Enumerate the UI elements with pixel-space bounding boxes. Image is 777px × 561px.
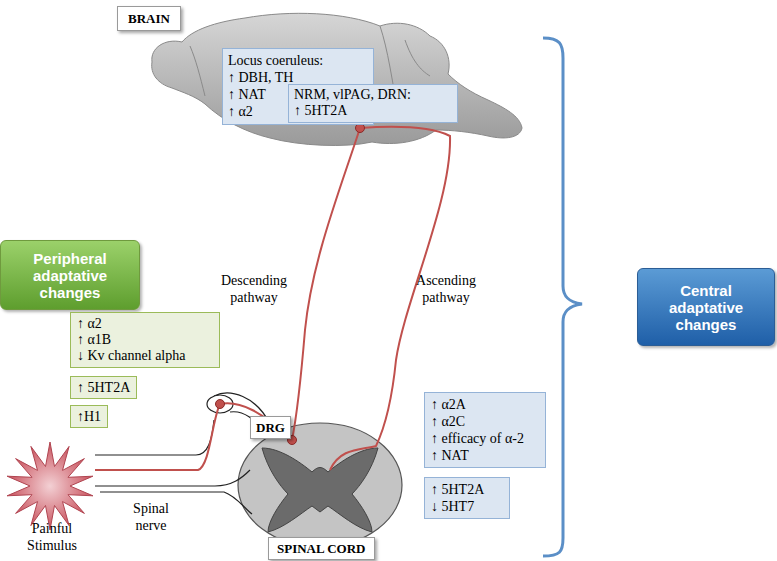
grey-matter <box>262 448 378 532</box>
node-text: ↓ 5HT7 <box>431 498 503 515</box>
node-text: ↑ 5HT2A <box>431 481 503 498</box>
change-box: ↑ α2A↑ α2C↑ efficacy of α-2↑ NAT <box>424 392 546 468</box>
stimulus-star: Painful Stimulus <box>2 440 102 556</box>
spinal-nerve <box>95 420 252 514</box>
node-text: ↑ α2 <box>77 316 213 332</box>
change-box: NRM, vlPAG, DRN:↑ 5HT2A <box>288 84 458 123</box>
node-text: BRAIN <box>128 10 170 27</box>
region-tag: DRG <box>250 416 291 439</box>
starburst-outline <box>7 442 93 530</box>
change-box: ↑ α2↑ α1B↓ Kv channel alpha <box>70 312 220 368</box>
pathway-label: Ascending pathway <box>408 272 484 306</box>
region-tag: SPINAL CORD <box>268 537 375 560</box>
category-box: Central adaptative changes <box>637 268 775 346</box>
node-text: ↑ 5HT2A <box>77 379 130 396</box>
descending-pathway <box>292 128 360 440</box>
brain-silhouette <box>152 13 522 145</box>
node-text: ↑ α2A <box>431 396 539 413</box>
stimulus-label: Painful Stimulus <box>17 520 87 554</box>
change-box: ↑ 5HT2A↓ 5HT7 <box>424 477 510 519</box>
change-box: ↑ 5HT2A <box>70 376 137 399</box>
bracket <box>543 38 582 556</box>
category-title: Peripheral adaptative changes <box>9 250 131 301</box>
node-text: ↑ α2C <box>431 413 539 430</box>
region-tag: BRAIN <box>117 6 181 31</box>
node-text: ↓ Kv channel alpha <box>77 348 213 364</box>
node-text: Locus coeruleus: <box>228 52 367 69</box>
node-text: ↑ NAT <box>431 447 539 464</box>
node-text: DRG <box>256 419 285 436</box>
neuron-dot <box>216 400 225 409</box>
pathway-label: Spinal nerve <box>116 500 186 534</box>
node-text: ↑ α1B <box>77 332 213 348</box>
node-text: SPINAL CORD <box>277 540 366 557</box>
change-box: ↑H1 <box>70 405 108 428</box>
node-text: ↑H1 <box>77 408 101 425</box>
stimulus-pathway <box>95 403 292 470</box>
starburst-shape <box>2 440 98 530</box>
category-box: Peripheral adaptative changes <box>0 240 140 310</box>
node-text: ↑ 5HT2A <box>294 103 452 119</box>
category-title: Central adaptative changes <box>646 282 766 333</box>
node-text: ↑ efficacy of α-2 <box>431 430 539 447</box>
node-text: NRM, vlPAG, DRN: <box>294 87 452 103</box>
pathway-label: Descending pathway <box>216 272 292 306</box>
